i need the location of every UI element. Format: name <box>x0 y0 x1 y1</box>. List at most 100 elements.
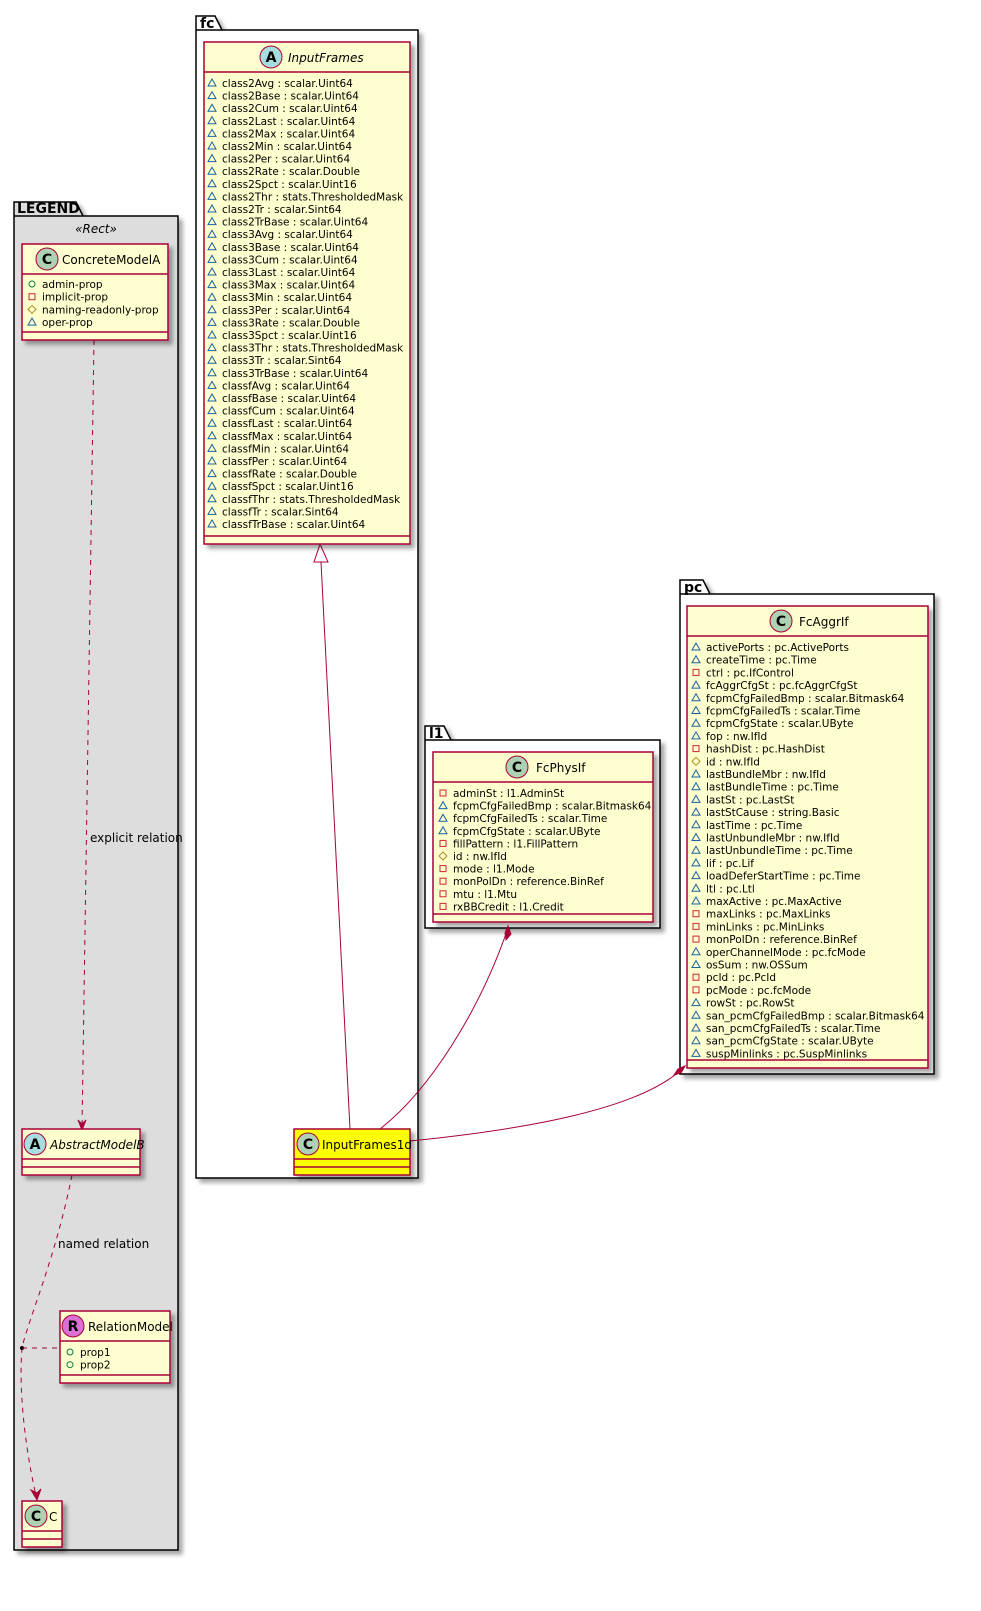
class-icon-a: A <box>30 1137 41 1153</box>
class-attribute: class2Tr : scalar.Sint64 <box>222 204 342 216</box>
package-private-icon <box>207 443 217 452</box>
class-attribute: admin-prop <box>42 279 103 291</box>
private-icon <box>692 745 700 753</box>
package-private-icon <box>207 481 217 490</box>
package-private-icon <box>691 1035 701 1045</box>
class-attribute: class3Tr : scalar.Sint64 <box>222 355 342 367</box>
private-icon <box>692 910 700 918</box>
class-attribute: class2TrBase : scalar.Uint64 <box>222 217 368 229</box>
class-attribute: class3Avg : scalar.Uint64 <box>222 229 353 241</box>
package-private-icon <box>438 825 448 835</box>
class-attribute: rxBBCredit : l1.Credit <box>453 901 564 913</box>
class-attribute: lastBundleTime : pc.Time <box>706 782 839 794</box>
class-attribute: classfLast : scalar.Uint64 <box>222 418 353 430</box>
class-attribute: ctrl : pc.IfControl <box>706 667 794 679</box>
package-private-icon <box>438 800 448 810</box>
class-attribute: suspMinlinks : pc.SuspMinlinks <box>706 1048 867 1060</box>
private-icon <box>439 877 447 885</box>
class-attribute: san_pcmCfgFailedBmp : scalar.Bitmask64 <box>706 1010 925 1022</box>
class-attribute: san_pcmCfgFailedTs : scalar.Time <box>706 1023 880 1035</box>
class-attribute: class2Per : scalar.Uint64 <box>222 154 350 166</box>
named-relation: named relation <box>20 1174 149 1502</box>
package-private-icon <box>691 845 701 854</box>
package-private-icon <box>207 455 217 465</box>
class-name-relation-model: RelationModel <box>88 1320 173 1334</box>
package-private-icon <box>691 692 701 702</box>
package-private-icon <box>207 77 217 87</box>
package-private-icon <box>691 654 701 664</box>
package-private-icon <box>207 342 217 352</box>
class-name-abstract-model-b: AbstractModelB <box>49 1138 145 1152</box>
class-icon-c: C <box>303 1137 313 1153</box>
class-attribute: classfBase : scalar.Uint64 <box>222 393 356 405</box>
class-icon-c: C <box>512 760 522 776</box>
package-private-icon <box>691 794 701 803</box>
class-attribute: class2Avg : scalar.Uint64 <box>222 78 353 90</box>
package-private-icon <box>207 392 217 402</box>
class-attribute: osSum : nw.OSSum <box>706 960 808 972</box>
package-private-icon <box>27 317 37 326</box>
private-icon <box>439 902 447 910</box>
private-icon <box>692 973 700 981</box>
class-attribute: lif : pc.Lif <box>706 858 754 870</box>
class-attribute: class3Thr : stats.ThresholdedMask <box>222 343 404 355</box>
class-attribute: fcAggrCfgSt : pc.fcAggrCfgSt <box>706 680 858 692</box>
class-attribute: lastBundleMbr : nw.IfId <box>706 769 826 781</box>
public-icon <box>66 1361 74 1369</box>
private-icon <box>439 865 447 873</box>
package-private-icon <box>207 329 217 339</box>
package-l1-name: l1 <box>429 726 444 742</box>
package-private-icon <box>207 430 217 440</box>
class-attribute: minLinks : pc.MinLinks <box>706 921 824 933</box>
package-private-icon <box>691 730 701 740</box>
package-private-icon <box>691 680 701 689</box>
class-attribute: class3Per : scalar.Uint64 <box>222 305 350 317</box>
class-attribute: pcId : pc.PcId <box>706 972 776 984</box>
class-input-frames-body: A InputFrames class2Avg : scalar.Uint64c… <box>204 45 410 537</box>
class-attribute: lastSt : pc.LastSt <box>706 794 794 806</box>
class-attribute: class3TrBase : scalar.Uint64 <box>222 368 368 380</box>
class-attribute: monPolDn : reference.BinRef <box>453 876 604 888</box>
package-private-icon <box>691 1048 701 1057</box>
package-private-icon <box>207 216 217 226</box>
private-icon <box>439 890 447 898</box>
class-attribute: class3Min : scalar.Uint64 <box>222 292 352 304</box>
class-attribute: class3Cum : scalar.Uint64 <box>222 254 358 266</box>
package-private-icon <box>207 254 217 263</box>
composition-edge-aggrif <box>409 1064 687 1142</box>
class-attribute: rowSt : pc.RowSt <box>706 998 795 1010</box>
class-icon-r: R <box>68 1319 79 1335</box>
class-input-frames[interactable] <box>203 41 411 545</box>
package-private-icon <box>207 518 217 528</box>
class-attribute: pcMode : pc.fcMode <box>706 985 811 997</box>
package-private-icon <box>691 1022 701 1032</box>
class-attribute: san_pcmCfgState : scalar.UByte <box>706 1036 874 1048</box>
class-attribute: monPolDn : reference.BinRef <box>706 934 857 946</box>
class-fc-aggr-if[interactable] <box>686 605 929 1069</box>
protected-icon <box>27 304 37 315</box>
package-private-icon <box>207 367 217 377</box>
class-name-c: C <box>49 1510 57 1524</box>
package-private-icon <box>207 266 217 276</box>
class-attribute: class2Thr : stats.ThresholdedMask <box>222 191 404 203</box>
package-private-icon <box>207 128 217 137</box>
class-attribute: oper-prop <box>42 317 93 329</box>
class-attribute: id : nw.IfId <box>453 851 507 863</box>
package-private-icon <box>691 807 701 816</box>
class-fc-phys-if[interactable] <box>432 751 654 923</box>
package-private-icon <box>207 166 217 175</box>
class-attribute: class2Base : scalar.Uint64 <box>222 91 359 103</box>
private-icon <box>439 789 447 797</box>
package-private-icon <box>207 178 217 188</box>
package-private-icon <box>207 191 217 200</box>
class-attribute: maxLinks : pc.MaxLinks <box>706 909 831 921</box>
private-icon <box>439 839 447 847</box>
package-private-icon <box>207 506 217 515</box>
class-attribute: class3Rate : scalar.Double <box>222 317 360 329</box>
package-private-icon <box>207 153 217 163</box>
package-private-icon <box>207 405 217 415</box>
class-attribute: adminSt : l1.AdminSt <box>453 788 564 800</box>
